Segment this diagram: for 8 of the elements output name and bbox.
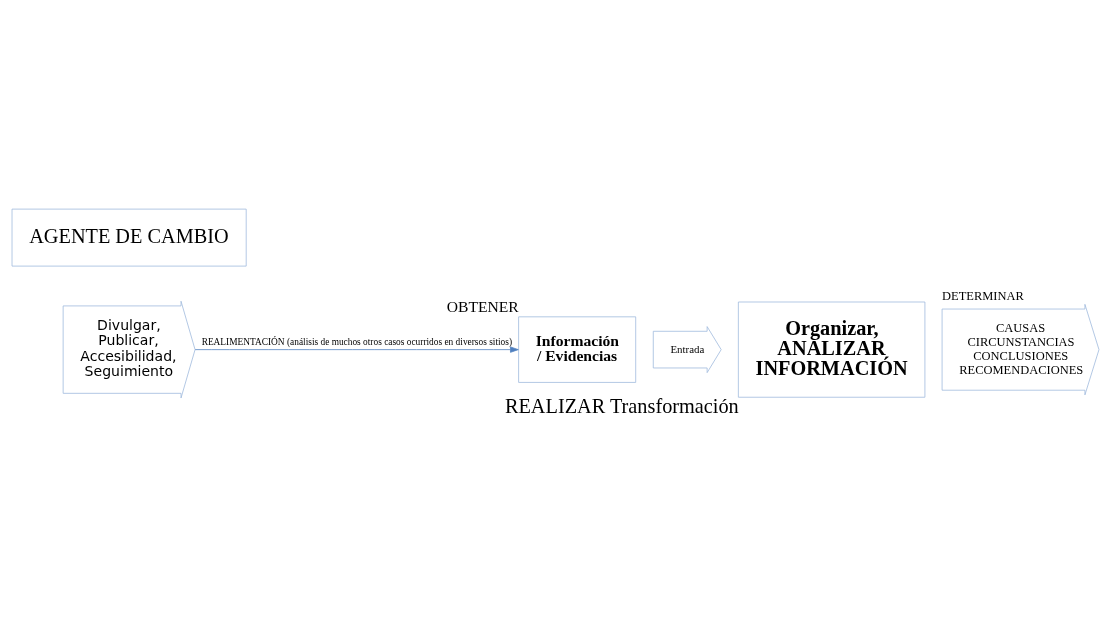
node-box: Información / Evidencias (518, 315, 637, 383)
node-label: REALIZAR Transformación (504, 394, 739, 417)
node-label: DETERMINAR (942, 288, 1024, 303)
node-label: OBTENER (446, 297, 519, 315)
edge-label: REALIMENTACIÓN (análisis de muchos otros casos ocurridos en diversos sitios) (201, 336, 513, 347)
arrow (194, 346, 519, 353)
node-box: AGENTE DE CAMBIO (11, 208, 247, 266)
node-box: Organizar, ANALIZAR INFORMACIÓN (737, 301, 926, 398)
